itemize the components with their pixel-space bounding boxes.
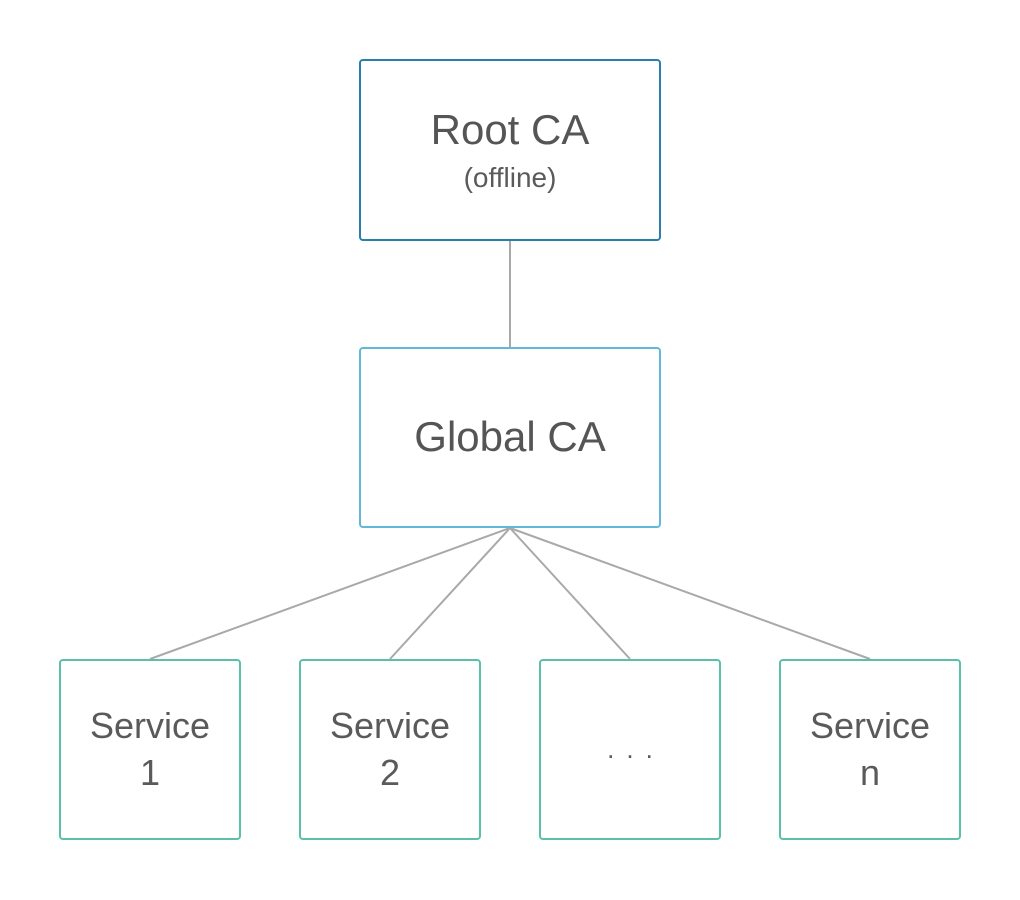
root-ca-node: Root CA (offline)	[359, 59, 661, 241]
connector-global-service-ellipsis	[509, 527, 631, 660]
global-ca-title: Global CA	[414, 413, 606, 461]
root-ca-title: Root CA	[430, 105, 590, 153]
service-2-number: 2	[379, 751, 401, 793]
service-n-number: n	[859, 751, 881, 793]
service-ellipsis-label: ...	[607, 733, 665, 764]
service-1-label: Service	[89, 704, 211, 746]
connector-global-service-2	[389, 527, 511, 660]
global-ca-node: Global CA	[359, 347, 661, 528]
service-1-number: 1	[139, 751, 161, 793]
service-node-2: Service 2	[299, 659, 481, 840]
connector-global-service-1	[149, 527, 511, 660]
service-node-ellipsis: ...	[539, 659, 721, 840]
service-2-label: Service	[329, 704, 451, 746]
connector-global-service-n	[509, 527, 871, 660]
service-n-label: Service	[809, 704, 931, 746]
root-ca-subtitle: (offline)	[463, 162, 557, 194]
service-node-n: Service n	[779, 659, 961, 840]
service-node-1: Service 1	[59, 659, 241, 840]
